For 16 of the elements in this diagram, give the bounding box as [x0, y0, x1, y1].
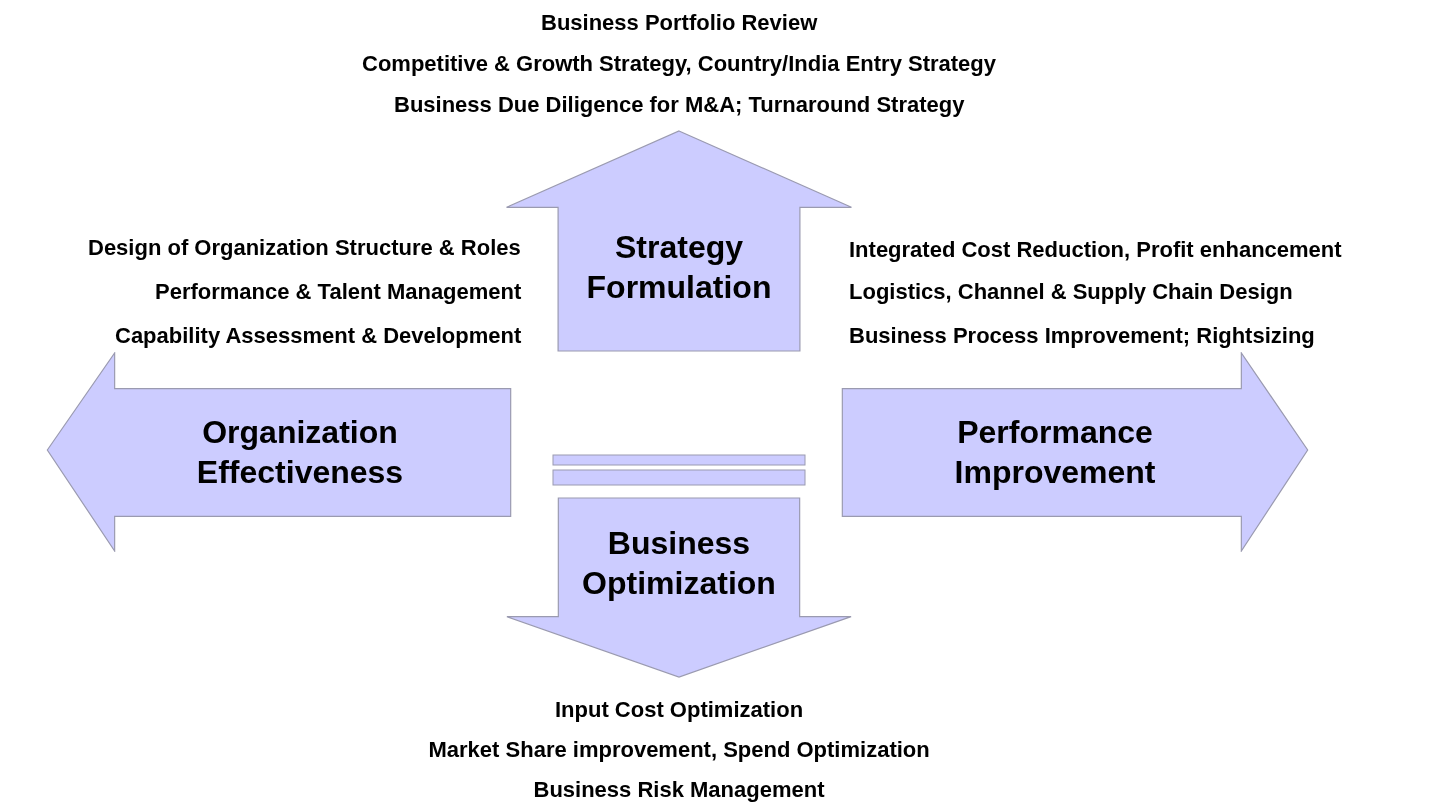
service-line: Integrated Cost Reduction, Profit enhancement [849, 237, 1342, 263]
service-line: Logistics, Channel & Supply Chain Design [849, 279, 1293, 305]
arrow-label: Organization Effectiveness [195, 413, 405, 492]
service-line: Input Cost Optimization [555, 697, 804, 723]
service-line: Capability Assessment & Development [115, 323, 522, 349]
service-line: Business Portfolio Review [541, 10, 818, 36]
service-line: Business Due Diligence for M&A; Turnaround Strategy [394, 92, 965, 118]
service-line: Market Share improvement, Spend Optimization [428, 737, 930, 763]
service-line: Business Process Improvement; Rightsizing [849, 323, 1315, 349]
service-line: Performance & Talent Management [155, 279, 522, 305]
arrow-label: Performance Improvement [953, 413, 1157, 492]
service-line: Design of Organization Structure & Roles [88, 235, 521, 261]
arrow-label: Business Optimization [581, 524, 777, 603]
service-line: Business Risk Management [533, 777, 825, 803]
arrow-label: Strategy Formulation [585, 228, 773, 307]
service-line: Competitive & Growth Strategy, Country/India Entry Strategy [362, 51, 996, 77]
